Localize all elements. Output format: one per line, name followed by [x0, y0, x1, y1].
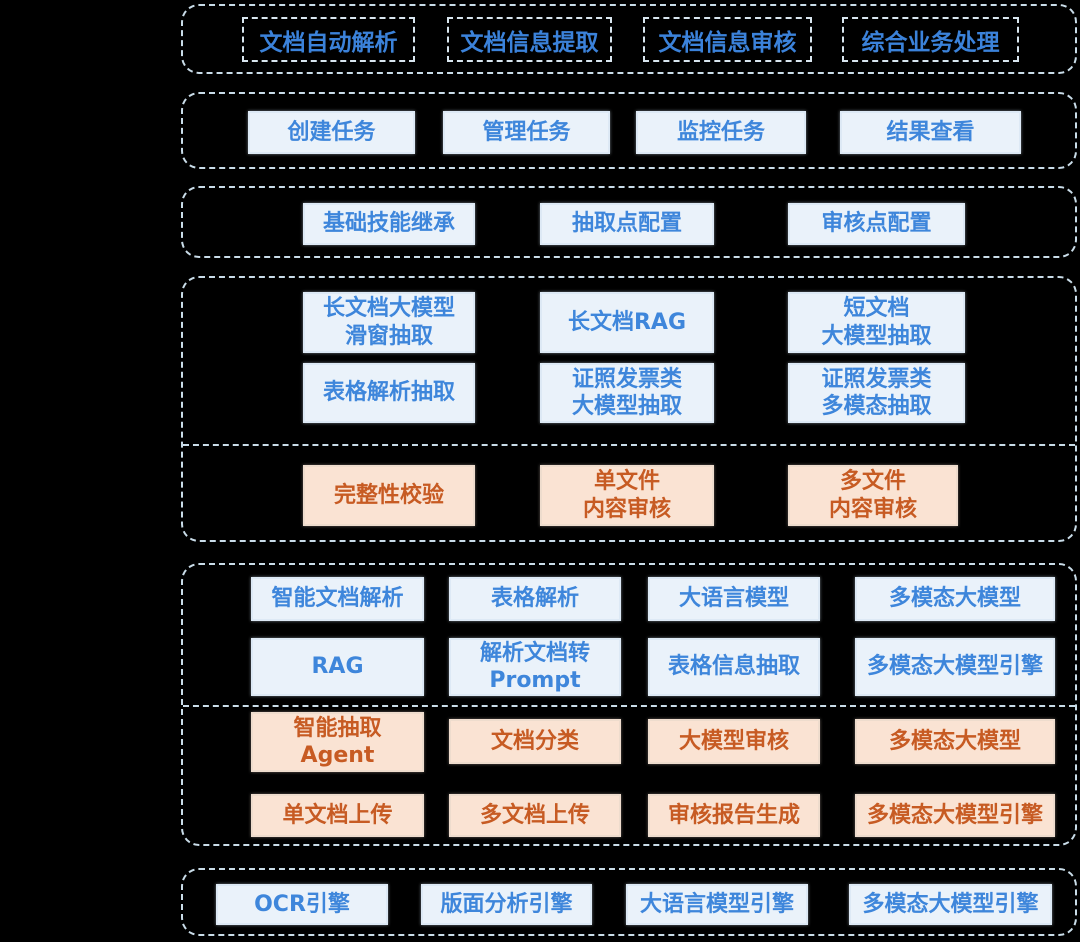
engine-llm-box: 大语言模型引擎 — [626, 884, 808, 925]
scenario-integrated-business: 综合业务处理 — [842, 17, 1019, 62]
layer-extract-audit-capabilities: 长文档大模型 滑窗抽取 长文档RAG 短文档 大模型抽取 表格解析抽取 证照发票… — [181, 276, 1077, 542]
atom-table-parse-box: 表格解析 — [449, 577, 621, 621]
layer-task-operations: 创建任务 管理任务 监控任务 结果查看 — [181, 92, 1077, 169]
atom-rag-box: RAG — [251, 638, 424, 696]
scenario-doc-auto-parse: 文档自动解析 — [242, 17, 415, 62]
atom-table-info-extract-box: 表格信息抽取 — [648, 638, 820, 696]
cap-shortdoc-llm-extract-box: 短文档 大模型抽取 — [788, 292, 965, 353]
layer-business-scenarios: 文档自动解析 文档信息提取 文档信息审核 综合业务处理 — [181, 4, 1077, 74]
atom-multimodal-llm-engine-2-box: 多模态大模型引擎 — [855, 794, 1055, 837]
layer-configuration: 基础技能继承 抽取点配置 审核点配置 — [181, 186, 1077, 258]
atom-doc-classify-box: 文档分类 — [449, 719, 621, 764]
engine-ocr-box: OCR引擎 — [216, 884, 388, 925]
atom-smart-extract-agent-box: 智能抽取 Agent — [251, 712, 424, 772]
atom-multi-doc-upload-box: 多文档上传 — [449, 794, 621, 837]
layer-engines: OCR引擎 版面分析引擎 大语言模型引擎 多模态大模型引擎 — [181, 868, 1077, 936]
result-view-box: 结果查看 — [840, 111, 1021, 154]
scenario-doc-info-extract: 文档信息提取 — [447, 17, 612, 62]
layer-atomic-capabilities: 智能文档解析 表格解析 大语言模型 多模态大模型 RAG 解析文档转 Promp… — [181, 563, 1077, 846]
config-extract-points-box: 抽取点配置 — [540, 203, 714, 245]
audit-completeness-check-box: 完整性校验 — [303, 465, 475, 526]
atom-multimodal-llm-engine-box: 多模态大模型引擎 — [855, 638, 1055, 696]
cap-longdoc-rag-box: 长文档RAG — [540, 292, 714, 353]
config-audit-points-box: 审核点配置 — [788, 203, 965, 245]
audit-single-file-content-box: 单文件 内容审核 — [540, 465, 714, 526]
atom-smart-doc-parse-box: 智能文档解析 — [251, 577, 424, 621]
task-manage-box: 管理任务 — [443, 111, 610, 154]
atom-audit-report-gen-box: 审核报告生成 — [648, 794, 820, 837]
atom-llm-box: 大语言模型 — [648, 577, 820, 621]
atom-parse-doc-to-prompt-box: 解析文档转 Prompt — [449, 638, 621, 696]
atom-single-doc-upload-box: 单文档上传 — [251, 794, 424, 837]
extract-audit-divider — [183, 444, 1075, 446]
engine-multimodal-llm-box: 多模态大模型引擎 — [849, 884, 1052, 925]
cap-license-invoice-llm-extract-box: 证照发票类 大模型抽取 — [540, 363, 714, 423]
atom-llm-audit-box: 大模型审核 — [648, 719, 820, 764]
task-monitor-box: 监控任务 — [636, 111, 806, 154]
audit-multi-file-content-box: 多文件 内容审核 — [788, 465, 958, 526]
atom-multimodal-llm-box: 多模态大模型 — [855, 577, 1055, 621]
cap-longdoc-llm-sliding-window-box: 长文档大模型 滑窗抽取 — [303, 292, 475, 353]
atom-multimodal-llm-2-box: 多模态大模型 — [855, 719, 1055, 764]
cap-license-invoice-multimodal-extract-box: 证照发票类 多模态抽取 — [788, 363, 965, 423]
atomic-capabilities-divider — [183, 705, 1075, 707]
scenario-doc-info-audit: 文档信息审核 — [643, 17, 812, 62]
engine-layout-analysis-box: 版面分析引擎 — [421, 884, 592, 925]
config-skill-inherit-box: 基础技能继承 — [303, 203, 475, 245]
cap-table-parse-extract-box: 表格解析抽取 — [303, 363, 475, 423]
task-create-box: 创建任务 — [248, 111, 415, 154]
